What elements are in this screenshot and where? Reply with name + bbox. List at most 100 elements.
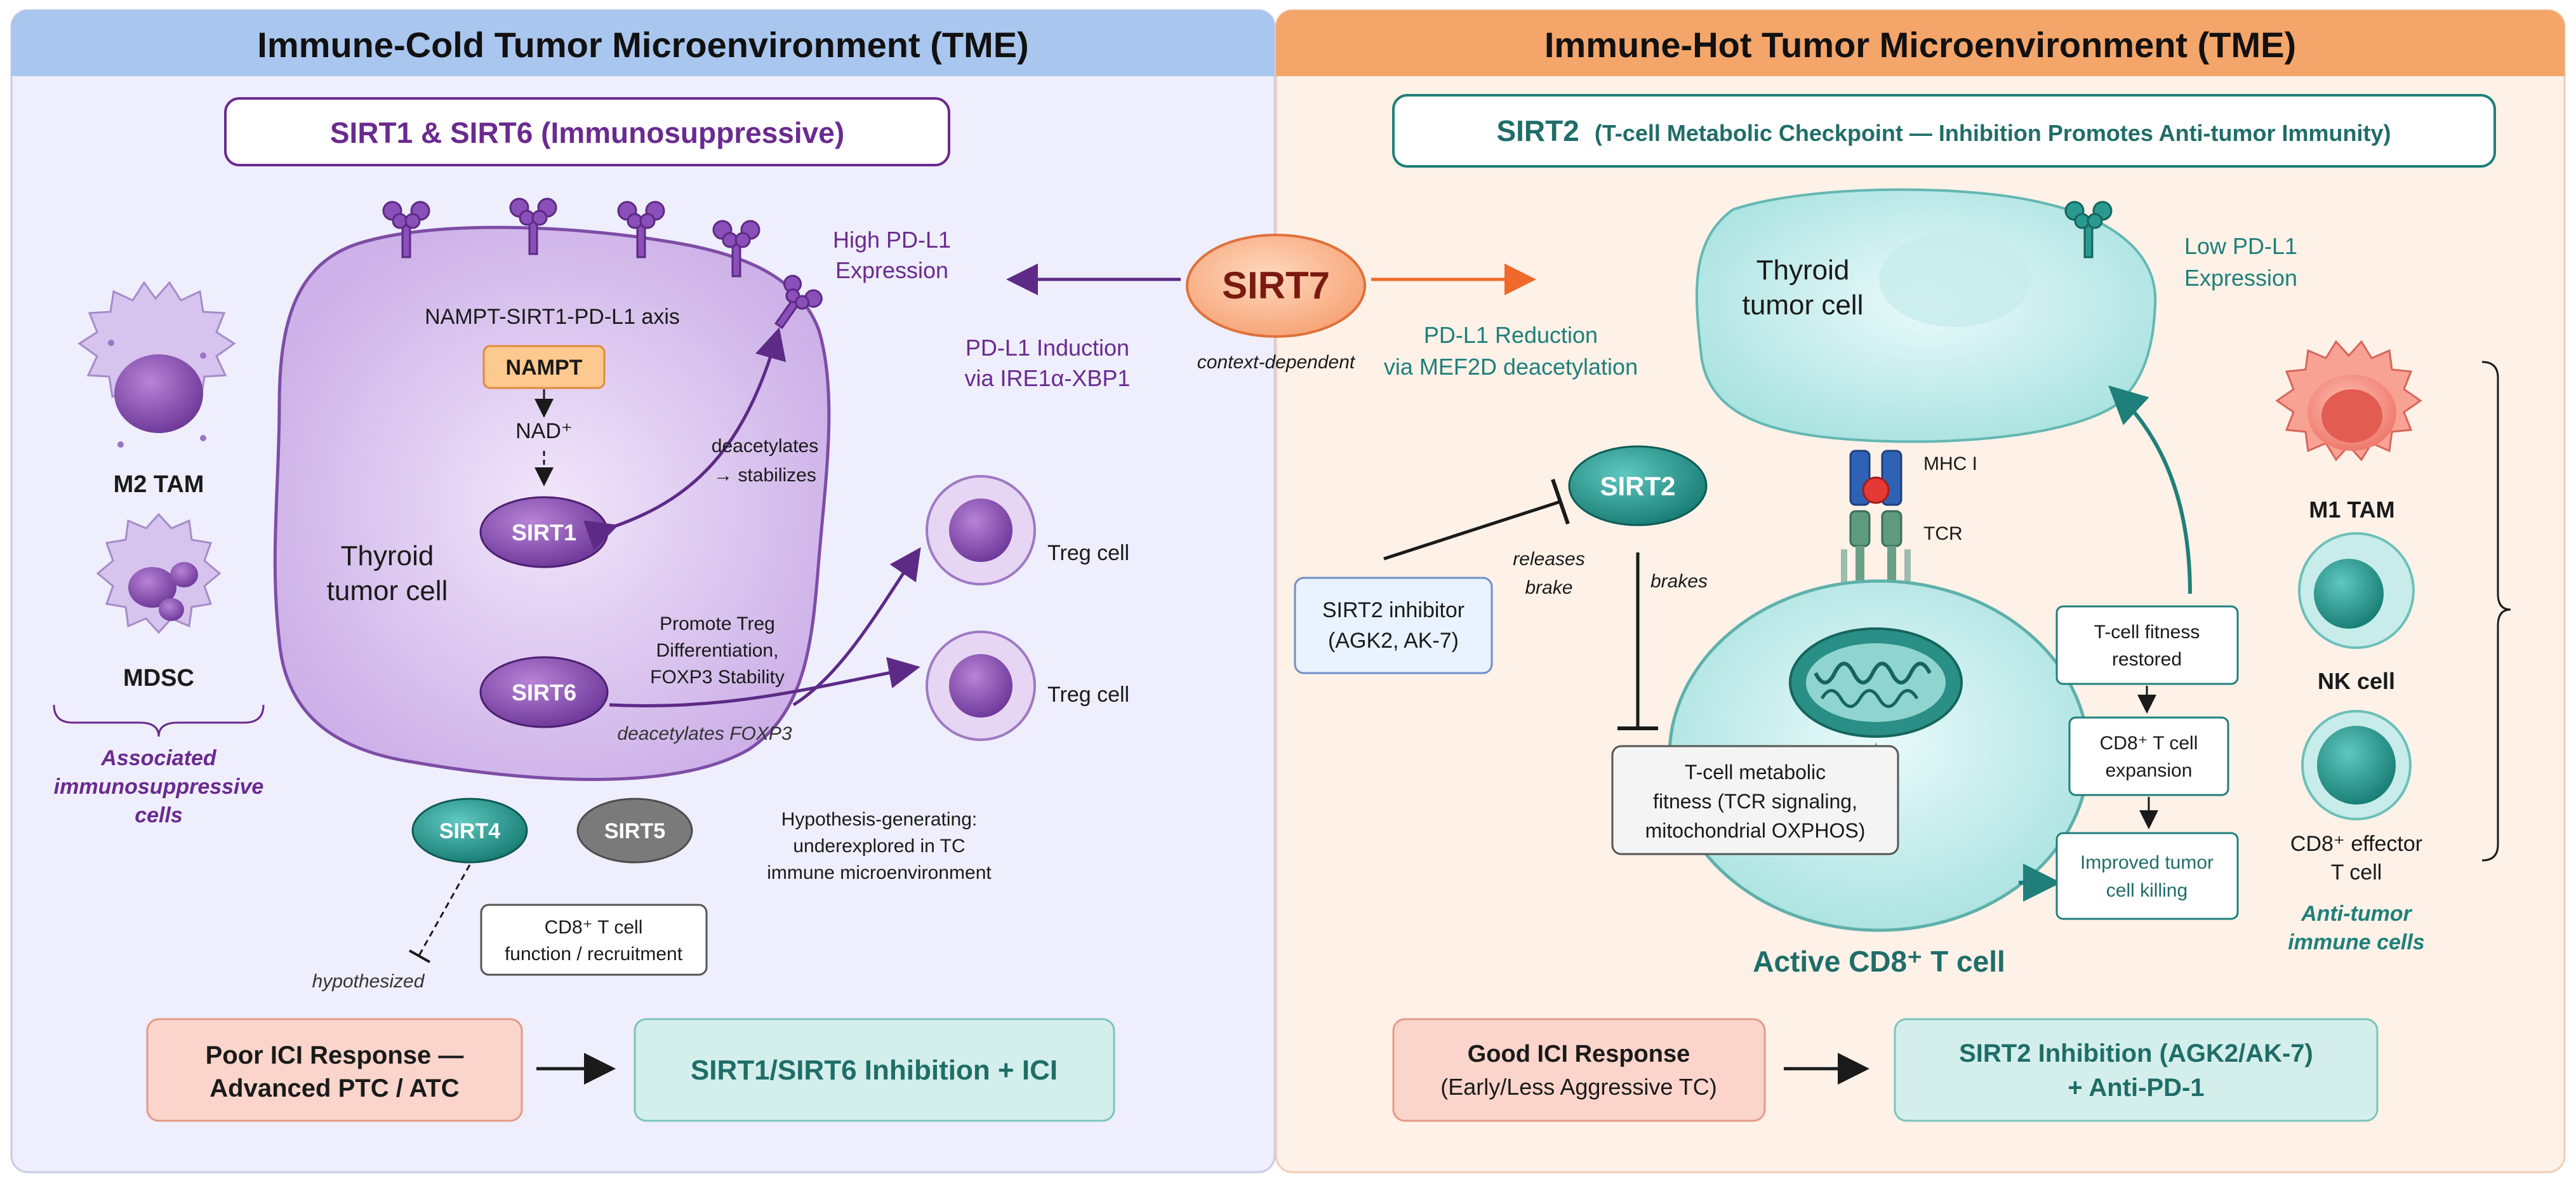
treg-cell-1-nucleus	[949, 498, 1012, 562]
tumor-hot-line1: Thyroid	[1756, 255, 1850, 286]
associated-line1: Associated	[100, 746, 217, 770]
sirt4-inhibition-bar	[409, 949, 430, 963]
releases-line1: releases	[1513, 549, 1584, 570]
left-header-bar	[11, 10, 1275, 76]
mdsc-cell	[96, 512, 222, 634]
inhibitor-line1: SIRT2 inhibitor	[1322, 598, 1464, 622]
sirt4-node	[411, 798, 528, 864]
pdl1-receptor-icon	[382, 201, 430, 258]
pdl1-receptor-icon	[712, 220, 760, 277]
sirt6-label: SIRT6	[512, 679, 576, 705]
sirt4-label: SIRT4	[439, 819, 500, 843]
right-header-bar	[1276, 10, 2565, 76]
high-pdl1-line2: Expression	[835, 257, 948, 283]
right-subtitle: SIRT2 (T-cell Metabolic Checkpoint — Inh…	[1496, 114, 2391, 147]
killing-to-tumor-arrow	[2108, 385, 2192, 594]
releases-line2: brake	[1525, 577, 1572, 598]
sirt7-label: SIRT7	[1222, 264, 1330, 307]
left-subtitle: SIRT1 & SIRT6 (Immunosuppressive)	[330, 116, 844, 149]
associated-line3: cells	[135, 803, 183, 827]
m2-tam-label: M2 TAM	[114, 471, 204, 498]
nampt-label: NAMPT	[506, 356, 583, 380]
pdl1-reduction-line2: via MEF2D deacetylation	[1384, 354, 1638, 380]
sirt2-inhibition-line2: + Anti-PD-1	[2068, 1074, 2204, 1102]
inhibitor-to-sirt2-line	[1383, 500, 1561, 561]
left-title: Immune-Cold Tumor Microenvironment (TME)	[257, 25, 1028, 65]
nampt-axis-label: NAMPT-SIRT1-PD-L1 axis	[425, 305, 680, 329]
poor-ici-line2: Advanced PTC / ATC	[209, 1074, 459, 1102]
metabolic-line2: fitness (TCR signaling,	[1653, 790, 1857, 813]
cd8-function-line2: function / recruitment	[505, 944, 683, 965]
high-pdl1-line1: High PD-L1	[833, 227, 951, 253]
right-title: Immune-Hot Tumor Microenvironment (TME)	[1544, 25, 2296, 65]
pdl1-receptor-icon	[509, 197, 557, 255]
hot-tumor-nucleus	[1879, 232, 2031, 327]
treg-label-1: Treg cell	[1047, 541, 1129, 565]
sirt2-inhibition-line1: SIRT2 Inhibition (AGK2/AK-7)	[1959, 1039, 2313, 1067]
sirt1-label: SIRT1	[512, 519, 576, 545]
killing-line2: cell killing	[2106, 880, 2188, 901]
nk-cell-nucleus	[2314, 559, 2384, 629]
low-pdl1-line2: Expression	[2184, 265, 2297, 291]
treg-label-2: Treg cell	[1047, 683, 1129, 707]
sirt1-pdl1-arrow	[583, 327, 787, 551]
expansion-box	[2068, 716, 2229, 796]
cd8-effector-nucleus	[2317, 726, 2396, 805]
sirt2-inhibition-box	[1894, 1018, 2379, 1122]
metabolic-line3: mitochondrial OXPHOS)	[1645, 819, 1866, 842]
good-ici-line1: Good ICI Response	[1468, 1041, 1690, 1067]
sirt6-to-treg1-arrow	[792, 547, 921, 707]
deacetylates-label: deacetylates	[712, 436, 818, 457]
pdl1-induction-line2: via IRE1α-XBP1	[965, 365, 1131, 391]
foxp3-label: deacetylates FOXP3	[617, 723, 792, 744]
hypothesis-line2: underexplored in TC	[793, 836, 965, 857]
pdl1-induction-line1: PD-L1 Induction	[966, 335, 1129, 361]
tumor-cold-line2: tumor cell	[327, 575, 448, 606]
inhibitor-line2: (AGK2, AK-7)	[1328, 629, 1459, 653]
cd8-effector-line1: CD8⁺ effector	[2290, 832, 2422, 856]
inhibitor-bar	[1551, 479, 1570, 525]
anti-tumor-line2: immune cells	[2288, 930, 2424, 954]
m1-tam-cell	[2275, 340, 2422, 462]
sirt6-to-treg2-arrow	[609, 657, 920, 708]
metabolic-line1: T-cell metabolic	[1685, 761, 1826, 784]
pdl1-reduction-line1: PD-L1 Reduction	[1424, 322, 1598, 348]
right-subtitle-bold: SIRT2	[1496, 114, 1579, 147]
low-pdl1-line1: Low PD-L1	[2184, 233, 2297, 259]
hypothesized-label: hypothesized	[312, 971, 425, 992]
sirt1-sirt6-inhibition-box	[634, 1018, 1115, 1122]
treg-text-2: Differentiation,	[656, 640, 779, 661]
pdl1-receptor-icons	[382, 197, 823, 330]
expansion-line1: CD8⁺ T cell	[2100, 733, 2198, 754]
mhc-label: MHC I	[1923, 453, 1977, 474]
killing-box	[2055, 832, 2239, 920]
tcr-label: TCR	[1923, 523, 1963, 544]
associated-line2: immunosuppressive	[54, 775, 264, 799]
mitochondrion-icon	[1789, 627, 1963, 738]
brakes-label: brakes	[1650, 571, 1708, 592]
left-subtitle-box	[224, 97, 950, 166]
active-cd8-label: Active CD8⁺ T cell	[1753, 945, 2005, 978]
m2-tam-cell	[77, 281, 236, 448]
pdl1-receptor-icon	[617, 201, 665, 258]
fitness-restored-box	[2055, 605, 2239, 685]
right-subtitle-box	[1392, 94, 2496, 168]
poor-ici-line1: Poor ICI Response —	[206, 1041, 464, 1069]
sirt5-label: SIRT5	[604, 819, 665, 843]
tumor-hot-line2: tumor cell	[1743, 290, 1864, 321]
cd8-effector-line2: T cell	[2331, 860, 2382, 885]
mhc-tcr-complex	[1841, 450, 1911, 594]
good-ici-box	[1392, 1018, 1766, 1122]
sirt6-node	[479, 656, 609, 728]
stabilizes-label: → stabilizes	[714, 465, 816, 486]
expansion-line2: expansion	[2106, 760, 2193, 781]
fitness-line2: restored	[2112, 649, 2182, 670]
sirt1-sirt6-inhibition-label: SIRT1/SIRT6 Inhibition + ICI	[691, 1055, 1058, 1086]
good-ici-line2: (Early/Less Aggressive TC)	[1440, 1074, 1716, 1100]
low-pdl1-receptor-icon	[2064, 201, 2113, 258]
sirt4-hypothesized-line	[418, 864, 471, 956]
hypothesis-line1: Hypothesis-generating:	[781, 809, 978, 830]
treg-cell-2-nucleus	[949, 654, 1012, 718]
metabolic-fitness-box	[1611, 745, 1899, 855]
